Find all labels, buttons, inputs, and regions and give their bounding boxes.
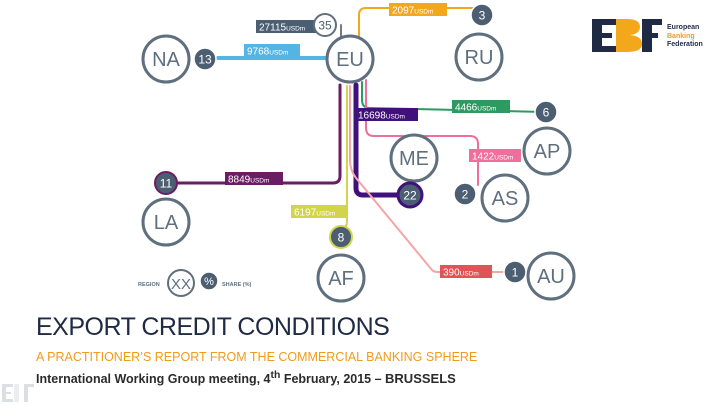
flow-line-au	[349, 85, 516, 273]
legend-share-caption: SHARE (%)	[222, 282, 252, 288]
share-label-na: 13	[198, 53, 212, 67]
badge-af: 6197USDm	[294, 208, 335, 219]
share-node-au	[503, 260, 527, 284]
legend-region-caption: REGION	[138, 282, 160, 288]
flow-line-ap	[361, 81, 546, 113]
share-label-as: 2	[462, 188, 469, 202]
region-label-ap: AP	[534, 141, 561, 163]
legend-region-node	[167, 269, 195, 297]
region-label-me: ME	[399, 148, 429, 170]
share-node-as	[453, 182, 477, 206]
share-node-ru	[470, 3, 494, 27]
region-node-af	[316, 253, 366, 303]
meeting-suffix: February, 2015 –	[280, 372, 386, 387]
region-label-ru: RU	[465, 47, 494, 69]
share-node-ap	[534, 100, 558, 124]
flow-line-la	[174, 83, 342, 185]
share-node-me	[396, 181, 424, 209]
meeting-prefix: International Working Group meeting, 4	[36, 372, 271, 387]
ebf-logo	[592, 19, 662, 52]
badge-eu-total: 27115USDm	[259, 23, 305, 34]
ebf-watermark-icon	[2, 384, 34, 402]
legend-region-example: XX	[171, 276, 191, 293]
share-node-af	[329, 225, 353, 249]
page-title: EXPORT CREDIT CONDITIONS	[36, 313, 390, 341]
flow-line-ru	[358, 7, 481, 44]
region-node-eu	[325, 34, 375, 84]
legend-share-node	[199, 271, 219, 291]
region-label-af: AF	[328, 268, 354, 290]
badge-ru: 2097USDm	[392, 6, 433, 17]
meeting-line: International Working Group meeting, 4th…	[36, 370, 456, 386]
share-label-la: 11	[160, 177, 173, 191]
region-label-au: AU	[537, 266, 565, 288]
badge-la: 8849USDm	[228, 175, 269, 186]
badge-ap: 4466USDm	[455, 103, 496, 114]
share-label-eu: 35	[318, 19, 332, 33]
logo-line-federation: Federation	[667, 41, 703, 48]
share-node-la	[154, 171, 178, 195]
share-node-na	[193, 47, 217, 71]
region-node-au	[526, 251, 576, 301]
badge-au: 390USDm	[443, 268, 479, 279]
region-node-na	[141, 34, 191, 84]
legend-share-example: %	[204, 276, 214, 288]
region-label-na: NA	[152, 49, 180, 71]
badge-as: 1422USDm	[472, 152, 513, 163]
page-subtitle: A PRACTITIONER’S REPORT FROM THE COMMERC…	[36, 350, 478, 364]
meeting-city: BRUSSELS	[385, 371, 456, 387]
flow-line-me	[353, 82, 401, 198]
share-label-me: 22	[403, 189, 417, 203]
region-node-ap	[522, 126, 572, 176]
meeting-sup: th	[270, 370, 281, 381]
share-label-ap: 6	[543, 106, 550, 120]
flow-badges: 27115USDm 2097USDm 9768USDm 4466USDm 166…	[225, 3, 521, 279]
logo-line-european: European	[667, 24, 700, 31]
share-nodes	[154, 3, 558, 291]
region-label-as: AS	[492, 188, 519, 210]
region-nodes	[141, 32, 576, 303]
region-node-ru	[454, 32, 504, 82]
share-label-ru: 3	[479, 9, 486, 23]
badge-me: 16698USDm	[358, 111, 405, 122]
region-node-la	[141, 197, 191, 247]
region-labels: EU NA RU ME AP AS LA AF AU XX	[152, 47, 565, 293]
share-label-af: 8	[338, 231, 345, 245]
share-node-eu	[313, 13, 337, 37]
logo-line-banking: Banking	[667, 32, 695, 40]
ebf-logo-text: European Banking Federation	[667, 24, 703, 50]
share-label-au: 1	[512, 266, 519, 280]
badge-na: 9768USDm	[247, 47, 288, 58]
region-node-me	[389, 133, 439, 183]
region-node-as	[480, 173, 530, 223]
share-labels: 35 13 3 6 22 2 11 8 1 %	[160, 9, 550, 289]
region-label-eu: EU	[336, 49, 364, 71]
region-label-la: LA	[154, 212, 179, 234]
